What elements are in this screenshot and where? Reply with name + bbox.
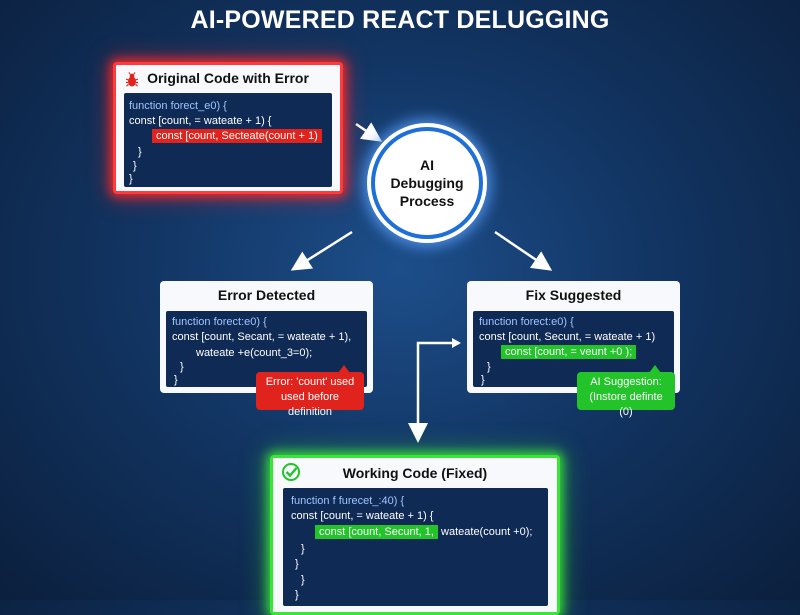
ai-callout-line1: AI Suggestion:	[590, 376, 662, 388]
code-line: }	[295, 589, 299, 601]
ai-debugging-process-node: AI Debugging Process	[371, 127, 483, 239]
fix-suggested-title: Fix Suggested	[525, 287, 622, 303]
arrow-fix-to-working-elbow	[408, 341, 459, 443]
code-line: }	[295, 558, 299, 570]
arrow-process-to-error	[290, 230, 353, 271]
working-code-block: function f furecet_:40) { const [count, …	[283, 488, 548, 606]
original-code-title: Original Code with Error	[147, 70, 309, 86]
code-line: }	[481, 374, 485, 386]
arrow-fix-inbound-head	[452, 338, 461, 348]
code-line: }	[129, 173, 133, 185]
error-detected-title: Error Detected	[217, 287, 316, 303]
code-line: wateate +e(count_3=0);	[196, 347, 313, 359]
code-line: }	[301, 574, 305, 586]
error-callout-line2: used before definition	[280, 391, 340, 418]
code-line-fixed-highlight: const [count, Secunt, 1,	[315, 525, 438, 539]
process-label-line3: Process	[399, 193, 455, 209]
code-line: wateate(count +0);	[441, 526, 533, 538]
working-code-title: Working Code (Fixed)	[342, 465, 488, 481]
working-code-header: Working Code (Fixed)	[273, 458, 557, 488]
code-line: function forect:e0) {	[479, 316, 574, 328]
ai-suggestion-callout: AI Suggestion: (Instore definte (0)	[577, 365, 675, 418]
code-line: const [count, Secant, = wateate + 1),	[172, 331, 352, 343]
process-label-line2: Debugging	[390, 175, 464, 191]
code-line: }	[301, 543, 305, 555]
connector-arrows	[290, 122, 553, 443]
code-line: }	[487, 361, 491, 373]
bug-icon	[124, 70, 140, 96]
code-line: const [count, = wateate + 1) {	[129, 115, 272, 127]
code-line: function forect:e0) {	[172, 316, 267, 328]
error-callout-line1: Error: 'count' used	[265, 376, 355, 388]
working-code-card: Working Code (Fixed) function f furecet_…	[270, 455, 560, 615]
code-line: const [count, Secunt, = wateate + 1)	[479, 331, 656, 343]
code-line: }	[138, 146, 142, 158]
original-code-header: Original Code with Error	[116, 65, 340, 91]
code-line: function forect_e0) {	[129, 100, 227, 112]
check-icon	[281, 462, 301, 492]
original-code-block: function forect_e0) { const [count, = wa…	[124, 93, 332, 187]
code-line: const [count, = wateate + 1) {	[291, 510, 434, 522]
arrow-process-to-fix	[494, 230, 553, 271]
arrow-original-to-process	[355, 122, 383, 142]
diagram-title: AI-POWERED REACT DELUGGING	[190, 6, 610, 34]
ai-callout-line2: (Instore definte (0)	[589, 391, 663, 418]
original-code-card: Original Code with Error function forect…	[113, 62, 343, 194]
code-line: }	[180, 361, 184, 373]
code-line: function f furecet_:40) {	[291, 495, 405, 507]
process-label-line1: AI	[420, 157, 434, 173]
code-line: }	[174, 374, 178, 386]
code-line-error-highlight: const [count, Secteate(count + 1)	[152, 129, 322, 143]
code-line: }	[133, 160, 137, 172]
error-callout: Error: 'count' used used before definiti…	[256, 365, 364, 418]
code-line-fix-highlight: const [count, = veunt +0 );	[501, 345, 637, 359]
